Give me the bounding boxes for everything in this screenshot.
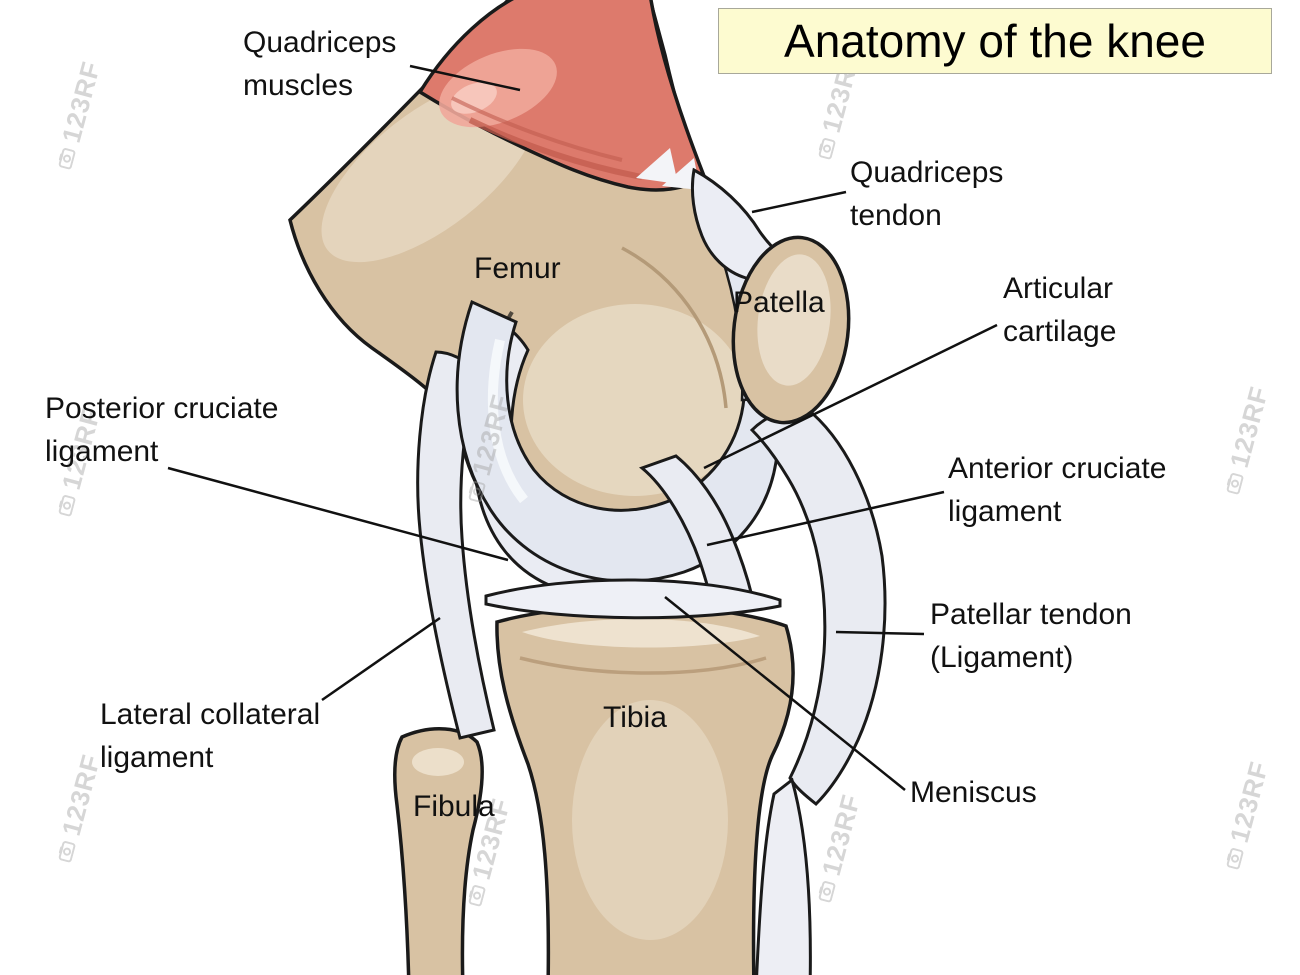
- fibula-bone-shape: [392, 727, 484, 975]
- leader-line-patellar-tendon: [835, 630, 925, 636]
- femur-condyle-highlight: [523, 304, 747, 496]
- leader-line-meniscus: [664, 596, 906, 791]
- label-posterior-cruciate-ligament: Posterior cruciate ligament: [45, 392, 279, 468]
- tibia-shaft-highlight: [572, 700, 728, 940]
- label-fibula: Fibula: [413, 790, 495, 823]
- fibula-head-highlight: [412, 748, 464, 776]
- leader-lines: [167, 64, 998, 791]
- label-quadriceps-muscles: Quadriceps muscles: [243, 26, 397, 102]
- muscle-fiber-line-2: [451, 96, 623, 162]
- label-tibia: Tibia: [603, 701, 667, 734]
- muscle-tendon-fade-1: [636, 148, 678, 184]
- diagram-title: Anatomy of the knee: [718, 8, 1272, 74]
- meniscus-shape: [484, 578, 782, 620]
- leader-line-posterior-cruciate-ligament: [167, 466, 509, 562]
- leader-line-quadriceps-muscles: [409, 64, 521, 92]
- leader-line-articular-cartilage: [703, 323, 998, 470]
- label-articular-cartilage: Articular cartilage: [1003, 272, 1117, 348]
- label-lateral-collateral-ligament: Lateral collateral ligament: [100, 698, 321, 774]
- muscle-tendon-fade-2: [662, 158, 700, 190]
- leader-line-lateral-collateral-ligament: [321, 616, 441, 702]
- label-anterior-cruciate-ligament: Anterior cruciate ligament: [948, 452, 1167, 528]
- label-femur: Femur: [474, 252, 561, 285]
- femur-inner-contour: [621, 246, 728, 409]
- muscle-fiber-line-1: [468, 117, 643, 180]
- label-patellar-tendon: Patellar tendon (Ligament): [930, 598, 1132, 674]
- label-quadriceps-tendon: Quadriceps tendon: [850, 156, 1004, 232]
- leader-line-anterior-cruciate-ligament: [706, 490, 945, 547]
- label-patella: Patella: [733, 286, 825, 319]
- leader-line-quadriceps-tendon: [751, 190, 847, 214]
- label-meniscus: Meniscus: [910, 776, 1037, 809]
- cartilage-highlight: [487, 338, 528, 504]
- tibia-contour: [519, 656, 767, 675]
- muscle-glare: [451, 82, 497, 114]
- patella-highlight: [757, 254, 831, 386]
- patellar-tendon-lower-strip: [755, 777, 812, 975]
